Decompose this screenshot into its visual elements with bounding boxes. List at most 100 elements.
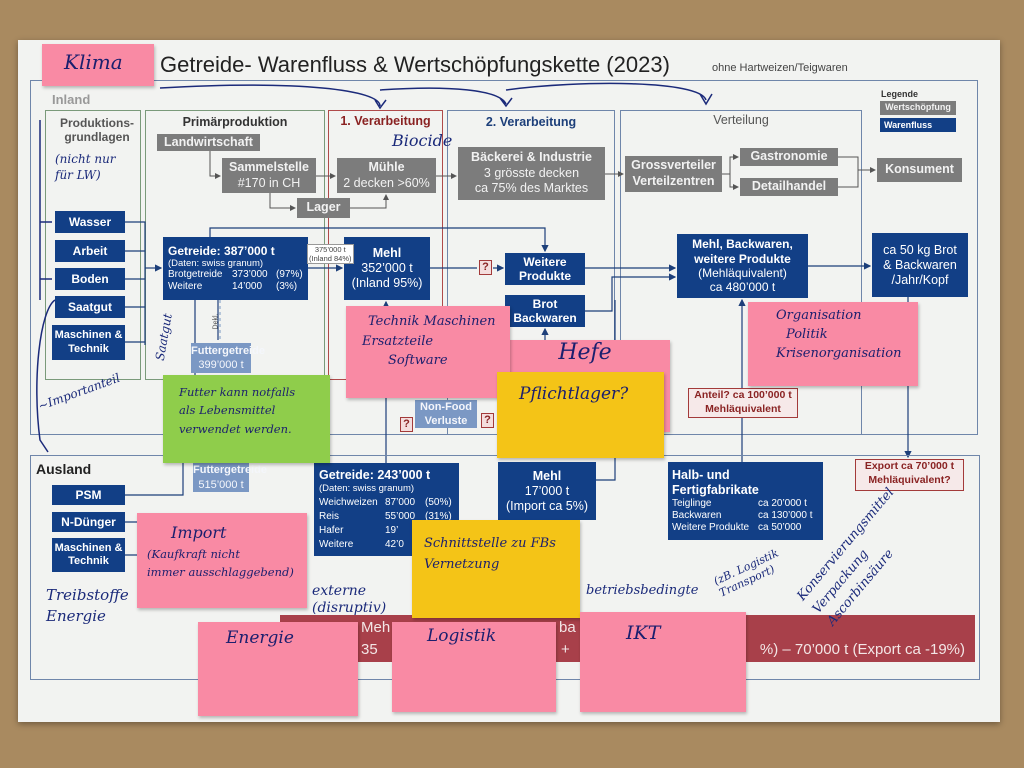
diagram-title: Getreide- Warenfluss & Wertschöpfungsket… [160,52,670,77]
line: Politik [786,326,828,342]
baeckerei-box: Bäckerei & Industrie 3 grösste decken ca… [458,147,605,200]
line: 515’000 t [198,478,244,491]
question-badge: ? [479,260,492,275]
konsum-box: ca 50 kg Brot & Backwaren /Jahr/Kopf [872,233,968,297]
question-badge: ? [481,413,494,428]
cell: 55’000 [385,511,416,523]
note-text: Klima [64,50,123,74]
cell: (3%) [276,281,298,293]
muehle-title: Mühle [368,159,405,174]
line: Fertigfabrikate [672,483,759,497]
line: Non-Food [420,400,472,413]
grossverteiler-line2: Verteilzentren [632,174,715,188]
mehl-inland-box: Mehl 352’000 t (Inland 95%) [344,237,430,300]
getreide-inland-source: (Daten: swiss granum) [168,258,264,269]
basic-maschinen: Maschinen & Technik [52,325,125,360]
processing1-title: 1. Verarbeitung [340,114,431,128]
sticky-note-energie: Energie [198,622,358,716]
distribution-section [620,110,862,435]
sticky-note-pflichtlager: Pflichtlager? [497,372,664,458]
line: Import [171,523,227,542]
sticky-note-logistik: Logistik [392,622,556,712]
cell: ca 20’000 t [758,498,807,509]
line: Organisation [776,308,862,323]
sticky-note-technik: Technik Maschinen Ersatzteile Software [346,306,510,398]
processing2-title: 2. Verarbeitung [485,115,577,129]
transfer-line1: 375’000 t [314,245,346,254]
basic-saatgut: Saatgut [55,296,125,318]
cell: Backwaren [672,510,722,521]
mehl-line2: (Inland 95%) [351,276,423,290]
sticky-note-futter: Futter kann notfalls als Lebensmittel ve… [163,375,330,463]
baeckerei-line1: 3 grösste decken [483,165,580,180]
mehl-title: Mehl [372,246,402,260]
hand-externe: externe (disruptiv) [312,583,387,616]
getreide-inland-title: Getreide: 387’000 t [168,243,275,258]
line: Energie [46,607,106,625]
hand-treibstoffe: Treibstoffe Energie [46,585,129,627]
basic-wasser: Wasser [55,211,125,233]
muehle-sub: 2 decken >60% [343,175,430,190]
line: Technik Maschinen [368,314,496,329]
diagram-subtitle: ohne Hartweizen/Teigwaren [712,62,848,74]
distribution-title: Verteilung [713,113,769,127]
non-food-box: Non-Food Verluste [415,400,477,428]
line: weitere Produkte [694,251,791,266]
basic-boden: Boden [55,268,125,290]
line: verwendet werden. [179,421,292,436]
brot-backwaren-box: Brot Backwaren [505,295,585,327]
line: (Mehläquivalent) [698,266,787,280]
sticky-note-klima: Klima [42,44,154,86]
cell: 87’000 [385,497,416,509]
line: als Lebensmittel [179,403,276,418]
lager-box: Lager [297,198,350,218]
sammelstelle-sub: #170 in CH [237,175,301,190]
dekl-label: Dekl. [212,313,220,330]
note-text: Energie [226,628,294,648]
summary-frag: 35 [361,641,378,658]
cell: 14’000 [232,281,263,293]
sticky-note-organisation: Organisation Politik Krisenorganisation [748,302,918,386]
grossverteiler-box: Grossverteiler Verteilzentren [625,156,722,192]
line: Mehläquivalent [705,402,781,415]
futtergetreide-import-box: Futtergetreide 515’000 t [193,463,267,492]
line: Produkte [518,269,571,283]
landwirtschaft-box: Landwirtschaft [157,134,260,151]
cell: Weitere [319,539,354,551]
cell: Weitere [168,281,203,293]
anteil-box: Anteil? ca 100’000 t Mehläquivalent [688,388,798,418]
export-box: Export ca 70’000 t Mehläquivalent? [855,459,964,491]
primary-title: Primärproduktion [182,115,288,129]
summary-frag: Meh [361,619,391,636]
line: Schnittstelle zu FBs [424,536,556,551]
source: (Daten: swiss granum) [319,482,415,494]
cell: 373’000 [232,269,268,281]
sammelstelle-box: Sammelstelle #170 in CH [222,158,316,193]
note-text: Hefe [558,340,612,365]
line: Futtergetreide [193,464,267,477]
line: ca 480’000 t [709,280,776,295]
line: Halb- und [672,468,730,482]
summary-frag: ba [559,619,576,636]
basic-arbeit: Arbeit [55,240,125,262]
grossverteiler-line1: Grossverteiler [631,158,716,173]
cell: ca 130’000 t [758,510,813,521]
question-badge: ? [400,417,413,432]
line: Mehl, Backwaren, [692,237,793,252]
line: 17’000 t [524,483,570,498]
line: Vernetzung [424,556,500,572]
baeckerei-line2: ca 75% des Marktes [474,181,589,196]
ausland-label: Ausland [36,461,92,477]
mehl-backwaren-box: Mehl, Backwaren, weitere Produkte (Mehlä… [677,234,808,298]
transfer-label: 375’000 t (Inland 84%) [307,244,354,264]
line: Mehläquivalent? [868,473,951,486]
line: für LW) [55,167,101,182]
cell: Hafer [319,525,344,537]
line: Futtergetreide [191,344,265,357]
inland-label: Inland [52,92,91,107]
sticky-note-ikt: IKT [580,612,746,712]
sticky-note-schnittstelle: Schnittstelle zu FBs Vernetzung [412,520,580,618]
note-text: IKT [626,622,661,644]
